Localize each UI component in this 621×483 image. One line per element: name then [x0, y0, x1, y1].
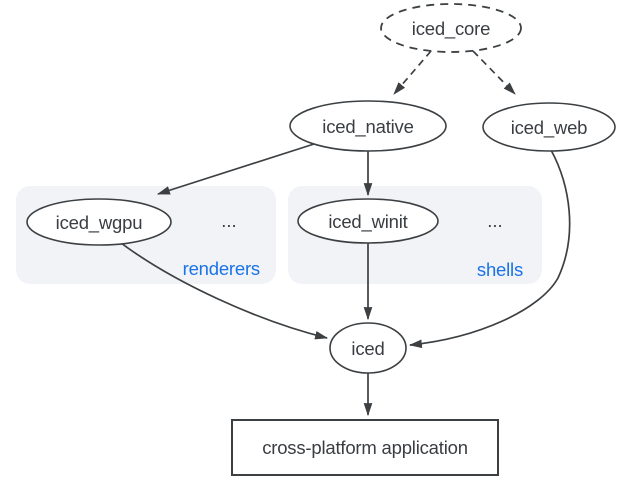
node-iced: iced	[329, 322, 407, 374]
iced-ellipse	[329, 322, 407, 374]
edge-core-to-native	[393, 50, 432, 95]
iced-core-label: iced_core	[412, 18, 490, 40]
application-rect	[231, 419, 499, 476]
edge-wgpu-to-iced	[120, 242, 329, 340]
node-iced-core: iced_core	[380, 3, 522, 53]
iced-web-ellipse	[482, 102, 616, 152]
iced-native-label: iced_native	[322, 116, 413, 138]
iced-wgpu-ellipse	[26, 198, 172, 246]
node-iced-winit: iced_winit	[297, 198, 439, 244]
node-application: cross-platform application	[231, 419, 499, 476]
renderers-label: renderers	[183, 258, 260, 279]
edge-core-to-web	[472, 50, 516, 95]
iced-winit-label: iced_winit	[328, 211, 407, 233]
edge-web-to-iced	[408, 149, 571, 349]
iced-label: iced	[351, 338, 384, 359]
iced-wgpu-label: iced_wgpu	[56, 212, 143, 234]
iced-web-label: iced_web	[511, 117, 588, 139]
node-iced-native: iced_native	[289, 100, 447, 152]
iced-winit-ellipse	[297, 198, 439, 244]
shells-ellipsis: ...	[487, 210, 502, 231]
node-iced-web: iced_web	[482, 102, 616, 152]
edge-native-to-wgpu	[156, 143, 315, 195]
iced-core-ellipse	[380, 3, 522, 53]
application-label: cross-platform application	[262, 437, 468, 458]
renderers-ellipsis: ...	[221, 210, 236, 231]
shells-label: shells	[477, 259, 523, 280]
iced-native-ellipse	[289, 100, 447, 152]
node-iced-wgpu: iced_wgpu	[26, 198, 172, 246]
